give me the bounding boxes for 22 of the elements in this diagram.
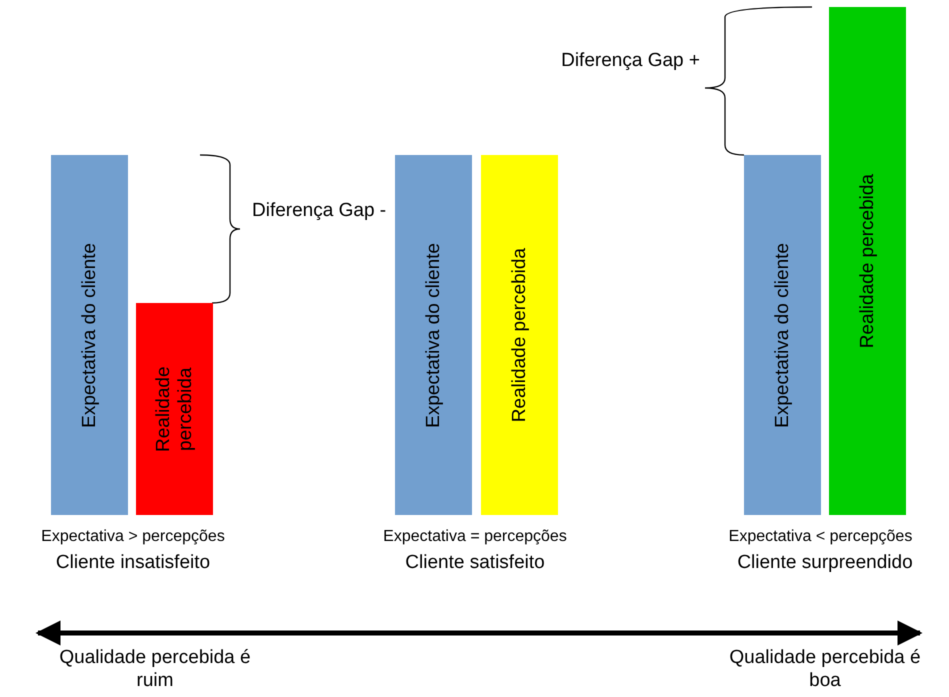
bar [829,7,906,515]
quality-label: Qualidade percebida é boa [728,647,922,693]
bar-label: Expectativa do cliente [78,242,100,428]
customer-state-label: Cliente surpreendido [736,552,914,575]
bar [481,155,558,515]
bar-label: Expectativa do cliente [772,242,794,428]
customer-state-label: Cliente insatisfeito [54,552,212,575]
bar [744,155,821,515]
bar-label: Realidade percebida [152,365,196,454]
bar-label: Realidade percebida [508,248,530,422]
bar [51,155,128,515]
comparison-label: Expectativa > percepções [40,527,226,546]
gap-label: Diferença Gap - [252,200,388,223]
comparison-label: Expectativa < percepções [728,527,914,546]
bar-label: Realidade percebida [856,174,878,348]
quality-label: Qualidade percebida é ruim [58,647,252,693]
gap-label: Diferença Gap + [560,50,700,73]
comparison-label: Expectativa = percepções [382,527,568,546]
bar [136,303,213,515]
bar [395,155,472,515]
customer-state-label: Cliente satisfeito [404,552,546,575]
bar-label: Expectativa do cliente [422,242,444,428]
